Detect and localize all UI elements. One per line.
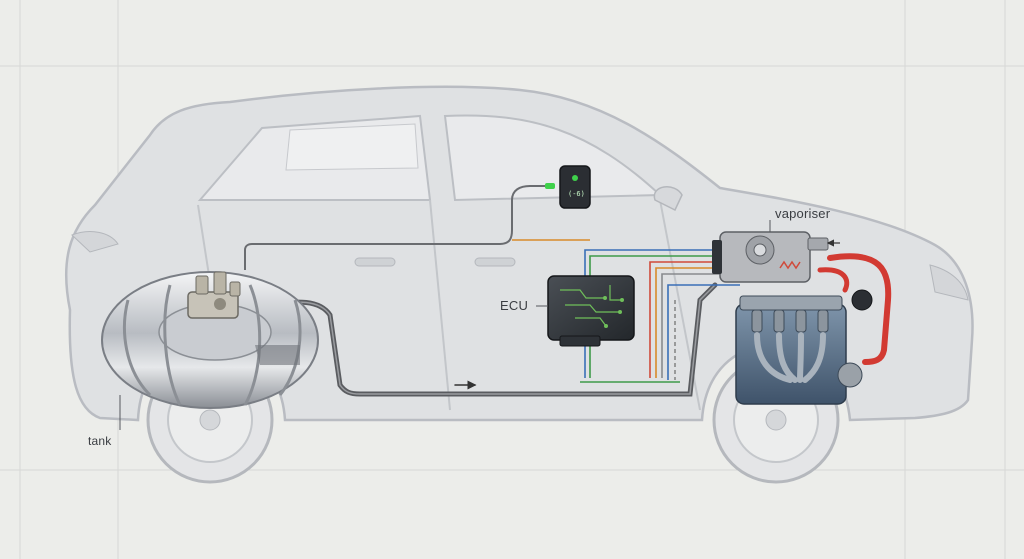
tank-valve-icon: [187, 271, 241, 319]
vaporiser-label: vaporiser: [775, 206, 831, 221]
coolant-hose: [817, 253, 892, 365]
tank-label: tank: [88, 434, 112, 448]
tank-to-switch-wire: [244, 185, 590, 270]
dashboard-switch-icon: (-6): [545, 165, 591, 209]
ecu-module-icon: [536, 275, 635, 347]
engine-block-icon: [735, 289, 873, 405]
ecu-label: ECU: [500, 298, 529, 313]
vaporiser-reducer-icon: [712, 220, 840, 283]
switch-readout: (-6): [568, 190, 585, 198]
toroidal-lpg-tank-icon: [101, 271, 319, 409]
